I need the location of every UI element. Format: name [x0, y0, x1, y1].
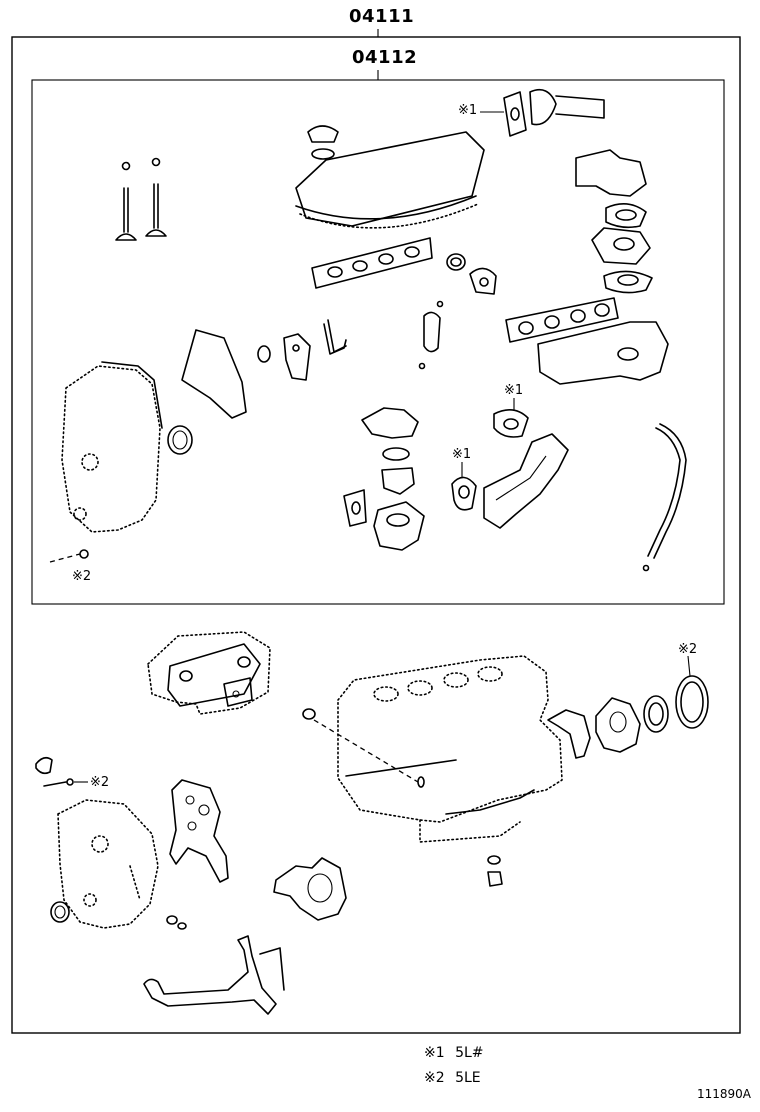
timing-belt-cover[interactable]: [61, 361, 163, 533]
dipstick-guide[interactable]: [642, 423, 687, 572]
valve-right[interactable]: [145, 157, 167, 237]
legend-mark-2: ※2: [424, 1070, 445, 1086]
callout-mark1-flange-upper[interactable]: ※1: [504, 383, 524, 398]
exhaust-front-pipe[interactable]: [483, 433, 569, 529]
callout-mark2-drain-plug[interactable]: ※2: [72, 569, 92, 584]
water-outlet-housing[interactable]: [575, 149, 653, 294]
exhaust-flange-gasket-lower[interactable]: [451, 476, 477, 511]
legend-text-2: 5LE: [455, 1070, 481, 1086]
oil-strainer-gasket[interactable]: [418, 300, 444, 370]
oil-pump-cover-gasket[interactable]: [169, 779, 229, 883]
rear-seal-housing[interactable]: [595, 697, 641, 753]
drain-plug-upper[interactable]: [49, 549, 89, 563]
oil-strainer-pipe[interactable]: [143, 935, 285, 1015]
exhaust-manifold[interactable]: [537, 321, 669, 385]
valve-left[interactable]: [115, 161, 137, 241]
callout-mark1-exhaust-flange[interactable]: ※1: [458, 103, 478, 118]
outer-kit-frame: [11, 36, 741, 1034]
small-o-ring-pair[interactable]: [166, 915, 187, 930]
callout-mark2-drain-lower[interactable]: ※2: [90, 775, 110, 790]
valve-cover[interactable]: [295, 131, 485, 229]
water-inlet-gasket[interactable]: [343, 489, 367, 527]
rear-oil-seal-large[interactable]: [675, 675, 709, 729]
seal-ring[interactable]: [446, 253, 466, 271]
crank-oil-seal[interactable]: [643, 695, 669, 733]
timing-cover-gasket[interactable]: [181, 329, 247, 419]
cover-seal-ring[interactable]: [167, 425, 193, 455]
drain-plug-dashed[interactable]: [302, 708, 425, 788]
exhaust-flange-gasket-upper[interactable]: [493, 409, 529, 438]
callout-mark1-flange-lower[interactable]: ※1: [452, 447, 472, 462]
small-gasket-left[interactable]: [35, 756, 53, 775]
oil-filler-cap[interactable]: [307, 125, 339, 160]
intake-manifold-gasket[interactable]: [311, 237, 433, 289]
exhaust-manifold-gasket[interactable]: [505, 297, 619, 343]
bracket-gasket[interactable]: [283, 333, 311, 381]
ref-label-inner[interactable]: 04112: [352, 47, 418, 68]
ref-label-outer[interactable]: 04111: [349, 6, 415, 27]
oil-pump-body[interactable]: [57, 799, 159, 929]
drain-plug-lower[interactable]: [43, 778, 74, 787]
callout-mark2-rear-seal[interactable]: ※2: [678, 642, 698, 657]
drain-plug-small[interactable]: [487, 855, 503, 887]
water-pump-body[interactable]: [273, 857, 347, 921]
oil-seal-retainer[interactable]: [547, 709, 591, 759]
legend-mark-1: ※1: [424, 1045, 445, 1061]
crank-seal-front[interactable]: [50, 901, 70, 923]
water-inlet-housing[interactable]: [373, 501, 425, 551]
exhaust-pipe-flange[interactable]: [503, 88, 605, 137]
callout-leader-2a: [687, 655, 691, 677]
legend-row-2: ※2 5LE: [424, 1070, 481, 1086]
legend-text-1: 5L#: [455, 1045, 484, 1061]
inner-kit-frame: [31, 79, 725, 605]
small-gasket-plate[interactable]: [469, 267, 497, 295]
oil-pan-gasket-top[interactable]: [147, 631, 271, 715]
water-pump-gasket[interactable]: [361, 407, 419, 495]
figure-id: 111890A: [697, 1087, 752, 1101]
legend-row-1: ※1 5L#: [424, 1045, 484, 1061]
pipe-gasket[interactable]: [323, 319, 347, 355]
oil-seal-small[interactable]: [257, 345, 271, 363]
cylinder-block[interactable]: [337, 655, 563, 843]
